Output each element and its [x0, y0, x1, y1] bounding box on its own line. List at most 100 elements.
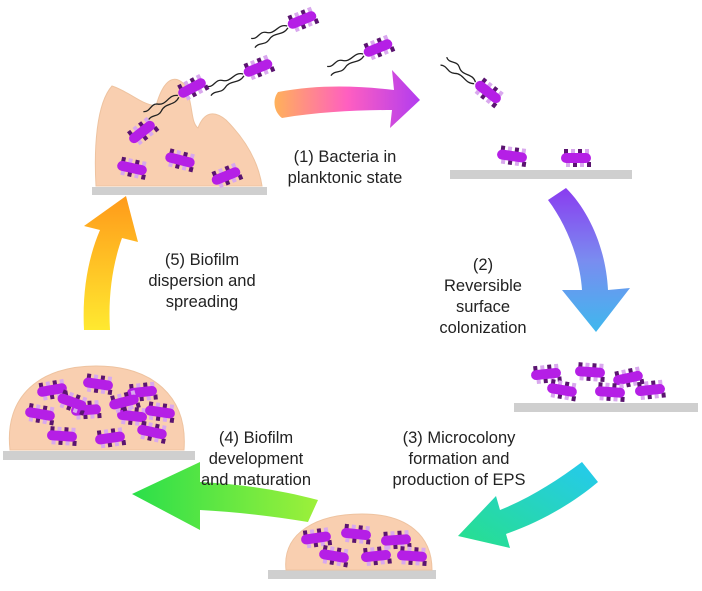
pilus-icon: [390, 531, 395, 537]
pilus-icon: [620, 396, 625, 403]
stage-3-line-1: (3) Microcolony: [402, 429, 516, 447]
pilus-icon: [661, 392, 666, 398]
pilus-icon: [343, 561, 349, 568]
bacterium-body: [47, 430, 77, 442]
arrow-stage-5-to-1: [83, 196, 138, 330]
pilus-icon: [593, 376, 598, 382]
arrow-stage-4-to-5: [132, 462, 318, 530]
pilus-icon: [566, 162, 570, 167]
pilus-icon: [57, 426, 62, 432]
pilus-icon: [573, 162, 577, 167]
stage-5-label: (5) Biofilm dispersion and spreading: [137, 250, 267, 313]
bacterium-icon: [635, 379, 666, 400]
stage-3-label: (3) Microcolony formation and production…: [380, 428, 538, 491]
pilus-icon: [393, 543, 398, 550]
bacterium-body: [547, 383, 577, 397]
pilus-icon: [658, 379, 663, 386]
bacterium-body: [319, 549, 349, 563]
pilus-icon: [323, 527, 329, 533]
bacterium-icon: [397, 546, 427, 567]
bacterium-icon: [361, 545, 392, 566]
stage-2-line-1: (2): [472, 256, 494, 274]
pilus-icon: [79, 409, 85, 416]
pilus-icon: [370, 547, 375, 553]
bacterium-icon: [127, 116, 160, 146]
bacterium-icon: [301, 527, 333, 549]
bacterium-body: [575, 366, 605, 378]
pilus-icon: [327, 539, 333, 546]
bacterium-body: [145, 405, 175, 419]
bacterium-icon: [497, 145, 527, 168]
surface-stage-1: [92, 187, 267, 195]
pilus-icon: [203, 84, 210, 91]
pilus-icon: [344, 523, 349, 530]
pilus-icon: [606, 395, 611, 402]
pilus-icon: [613, 396, 618, 402]
bacterium-body: [95, 431, 125, 445]
bacterium-body: [497, 149, 527, 163]
pilus-icon: [599, 395, 604, 401]
stage-2-line-4: colonization: [439, 319, 527, 337]
pilus-icon: [383, 531, 388, 537]
pilus-icon: [140, 174, 146, 180]
stage-3-line-3: production of EPS: [392, 471, 526, 489]
pilus-icon: [651, 380, 656, 386]
pilus-icon: [586, 375, 591, 382]
stage-5-line-3: spreading: [165, 293, 239, 311]
pilus-icon: [71, 427, 76, 433]
pilus-icon: [351, 524, 356, 530]
pilus-icon: [139, 395, 144, 402]
pilus-icon: [571, 395, 577, 402]
stage-4-line-1: (4) Biofilm: [218, 429, 294, 447]
bacterium-icon: [341, 523, 371, 545]
surface-stage-4: [3, 451, 195, 460]
pilus-icon: [365, 539, 371, 545]
stage-2-label: (2) Reversible surface colonization: [428, 255, 538, 339]
pilus-icon: [578, 149, 582, 154]
bacterium-body: [361, 549, 391, 563]
pilus-icon: [640, 394, 645, 400]
pilus-icon: [169, 417, 175, 424]
pilus-icon: [654, 393, 659, 399]
bacterium-icon: [137, 420, 167, 444]
pilus-icon: [365, 525, 370, 532]
pilus-icon: [612, 383, 617, 389]
surface-stage-5: [268, 570, 436, 579]
stage-3-line-2: formation and: [408, 450, 510, 468]
pilus-icon: [585, 149, 589, 154]
bacterium-icon: [381, 530, 412, 550]
stage-4-line-3: and maturation: [200, 471, 312, 489]
pilus-icon: [134, 407, 139, 413]
flagellum-icon: [251, 24, 289, 49]
pilus-icon: [592, 363, 597, 369]
pilus-icon: [143, 382, 148, 388]
pilus-icon: [141, 407, 146, 414]
pilus-icon: [600, 376, 605, 383]
bacterium-icon: [145, 401, 175, 424]
stage-1-line-1: (1) Bacteria in: [293, 148, 397, 166]
stage-1-label: (1) Bacteria in planktonic state: [270, 147, 420, 189]
bacterium-icon: [47, 426, 77, 447]
pilus-icon: [373, 559, 378, 566]
pilus-icon: [313, 18, 320, 25]
bacterium-icon: [547, 379, 577, 402]
surface-stage-2: [450, 170, 632, 179]
pilus-icon: [58, 439, 63, 446]
stage-4-line-2: development: [208, 450, 304, 468]
stage-5-line-2: dispersion and: [148, 272, 256, 290]
stage-5-line-1: (5) Biofilm: [164, 251, 240, 269]
pilus-icon: [401, 559, 406, 565]
pilus-icon: [359, 538, 364, 544]
pilus-icon: [404, 530, 409, 536]
bacterium-icon: [95, 427, 127, 449]
bacterium-body: [341, 527, 371, 541]
pilus-icon: [587, 162, 591, 167]
pilus-icon: [619, 383, 624, 389]
bacterium-body: [178, 78, 206, 98]
bacterium-icon: [25, 403, 55, 426]
bacterium-icon: [531, 363, 562, 384]
bacterium-body: [137, 424, 167, 440]
bacterium-body: [287, 11, 317, 29]
pilus-icon: [358, 525, 363, 531]
